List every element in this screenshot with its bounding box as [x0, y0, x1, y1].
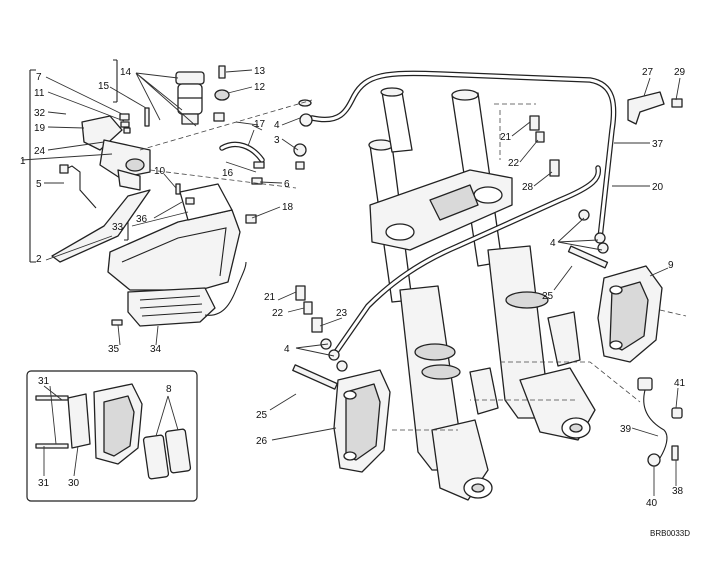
callout-26: 26 [256, 436, 268, 447]
brake-fluid-reservoir [175, 65, 230, 125]
callout-16: 16 [222, 168, 234, 179]
left-fork-leg [368, 139, 499, 501]
callout-22-right: 22 [508, 158, 520, 169]
hose-guide-clip [627, 91, 683, 125]
callout-13: 13 [254, 66, 266, 77]
callout-5: 5 [36, 179, 42, 190]
reference-dashes [139, 99, 687, 431]
callout-10: 10 [154, 166, 166, 177]
callout-36: 36 [136, 214, 148, 225]
callout-6: 6 [284, 179, 290, 190]
reservoir-hose [219, 141, 265, 185]
callout-17: 17 [254, 119, 266, 130]
drawing-code: BRB0033D [650, 529, 690, 538]
callout-4-top: 4 [274, 120, 280, 131]
bolts-master-cylinder [119, 107, 150, 134]
fairing-cover [107, 183, 241, 291]
abs-speed-sensor [637, 377, 683, 467]
callout-32: 32 [34, 108, 46, 119]
callout-37: 37 [652, 139, 664, 150]
callout-35: 35 [108, 344, 120, 355]
right-brake-caliper [567, 245, 663, 363]
callout-3: 3 [274, 135, 280, 146]
callout-25-right: 25 [542, 291, 554, 302]
callout-20: 20 [652, 182, 664, 193]
callout-24: 24 [34, 146, 46, 157]
callout-25-left: 25 [256, 410, 268, 421]
callout-41: 41 [674, 378, 686, 389]
callout-30: 30 [68, 478, 80, 489]
callout-31-bottom: 31 [38, 478, 50, 489]
callout-14: 14 [120, 67, 132, 78]
callout-19: 19 [34, 123, 46, 134]
brake-hose-37 [309, 70, 617, 241]
callout-labels: 7 11 15 14 13 12 32 19 24 1 5 2 4 17 3 1… [20, 66, 686, 509]
hose-fittings-right [529, 115, 609, 254]
callout-23: 23 [336, 308, 348, 319]
callout-4-right: 4 [550, 238, 556, 249]
callout-28: 28 [522, 182, 534, 193]
brake-switch-cable [59, 164, 97, 209]
callout-21-left: 21 [264, 292, 276, 303]
bracket-master-cylinder-group [29, 69, 36, 263]
brake-lever [51, 189, 151, 263]
bottom-bracket-plate [127, 287, 216, 327]
leader-lines [21, 69, 681, 496]
front-brake-master-cylinder [81, 115, 151, 191]
brake-hose-20 [333, 165, 602, 355]
inset-caliper-pads-box [26, 370, 198, 502]
banjo-fittings [293, 99, 313, 170]
callout-40: 40 [646, 498, 658, 509]
wiring-harness [204, 261, 247, 316]
callout-15: 15 [98, 81, 110, 92]
callout-27: 27 [642, 67, 654, 78]
callout-9: 9 [668, 260, 674, 271]
callout-38: 38 [672, 486, 684, 497]
callout-8: 8 [166, 384, 172, 395]
callout-1: 1 [20, 156, 26, 167]
callout-29: 29 [674, 67, 686, 78]
left-brake-caliper [292, 364, 391, 473]
callout-4-left: 4 [284, 344, 290, 355]
right-fork-leg [380, 87, 596, 441]
callout-31-top: 31 [38, 376, 50, 387]
callout-7: 7 [36, 72, 42, 83]
callout-34: 34 [150, 344, 162, 355]
callout-12: 12 [254, 82, 266, 93]
callout-39: 39 [620, 424, 632, 435]
callout-2: 2 [36, 254, 42, 265]
callout-22-left: 22 [272, 308, 284, 319]
callout-11: 11 [34, 88, 45, 99]
fork-lower-triple-clamp [369, 169, 513, 251]
hose-fittings-left [295, 285, 348, 372]
callout-33: 33 [112, 222, 124, 233]
fasteners-misc [111, 183, 257, 326]
callout-21-right: 21 [500, 132, 512, 143]
callout-18: 18 [282, 202, 294, 213]
